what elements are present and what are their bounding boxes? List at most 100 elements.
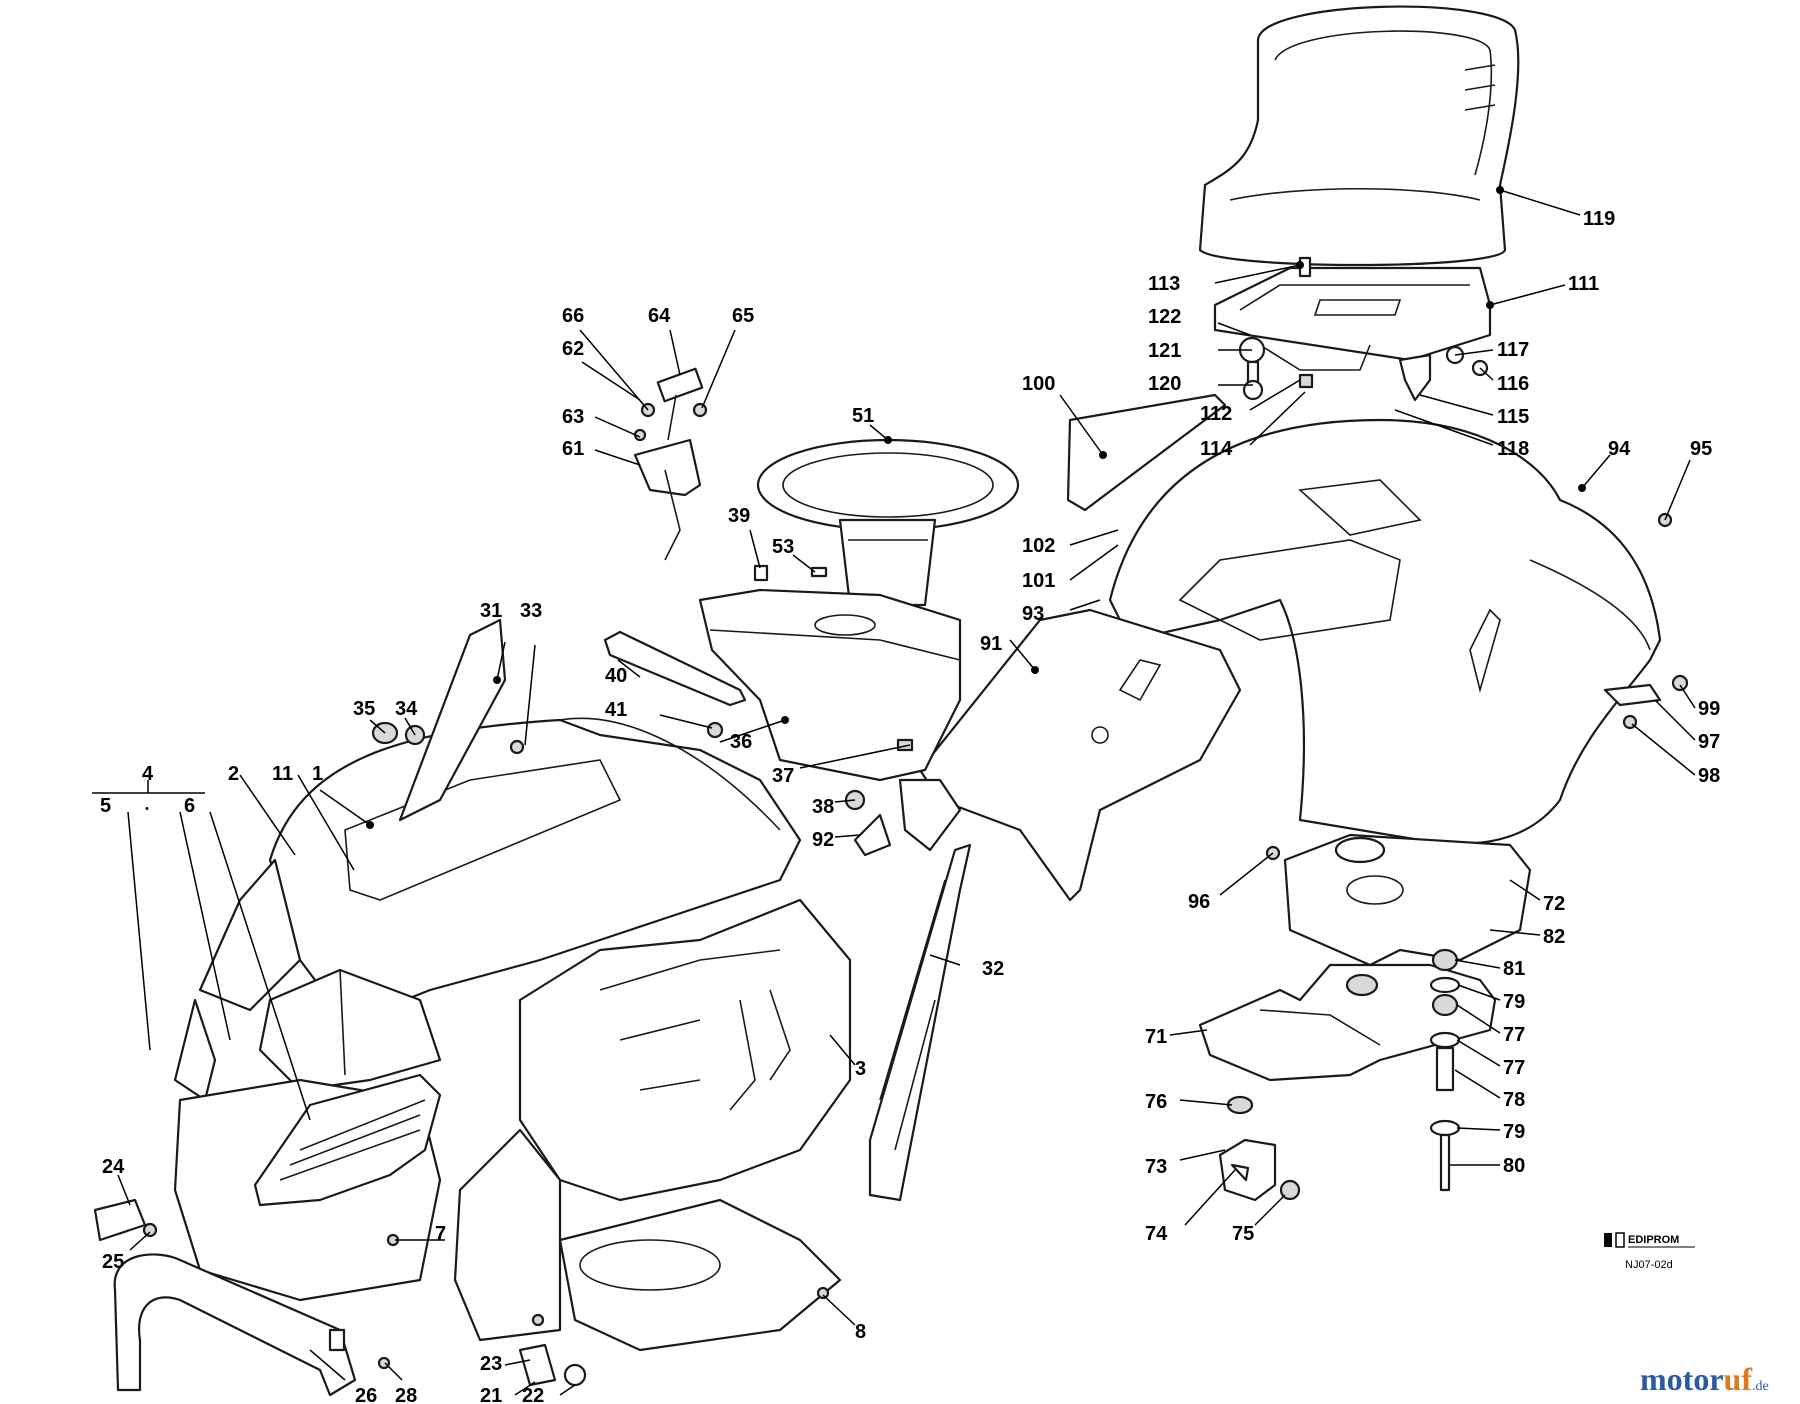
label-24: 24 bbox=[102, 1156, 125, 1178]
label-4: 4 bbox=[142, 763, 154, 785]
label-122: 122 bbox=[1148, 306, 1181, 328]
label-119: 119 bbox=[1583, 208, 1615, 230]
label-61: 61 bbox=[562, 438, 584, 460]
label-39: 39 bbox=[728, 505, 750, 527]
bumper bbox=[113, 1253, 357, 1397]
label-118: 118 bbox=[1497, 438, 1529, 460]
label-72: 72 bbox=[1543, 893, 1565, 915]
label-6: 6 bbox=[184, 795, 195, 817]
maker-mark: EDIPROM NJ07-02d bbox=[1604, 1232, 1695, 1271]
label-35: 35 bbox=[353, 698, 375, 720]
label-91: 91 bbox=[980, 633, 1002, 655]
label-98: 98 bbox=[1698, 765, 1720, 787]
label-31: 31 bbox=[480, 600, 502, 622]
side-panel-31 bbox=[398, 618, 507, 822]
label-79b: 79 bbox=[1503, 1121, 1525, 1143]
steering-wheel bbox=[756, 438, 1020, 607]
label-62: 62 bbox=[562, 338, 584, 360]
label-64: 64 bbox=[648, 305, 671, 327]
label-92: 92 bbox=[812, 829, 834, 851]
callout-labels: 119 113 111 122 121 120 112 114 117 116 … bbox=[100, 208, 1720, 1404]
label-21: 21 bbox=[480, 1385, 502, 1404]
label-8: 8 bbox=[855, 1321, 866, 1343]
label-34: 34 bbox=[395, 698, 418, 720]
leader-lines bbox=[92, 186, 1696, 1396]
label-33: 33 bbox=[520, 600, 542, 622]
label-51: 51 bbox=[852, 405, 874, 427]
label-93: 93 bbox=[1022, 603, 1044, 625]
bracket-97 bbox=[1603, 683, 1662, 707]
label-81: 81 bbox=[1503, 958, 1525, 980]
fuel-tank bbox=[1283, 833, 1532, 967]
label-11: 11 bbox=[272, 763, 293, 785]
watermark-logo: motoruf.de bbox=[1640, 1361, 1769, 1397]
label-23: 23 bbox=[480, 1353, 502, 1375]
label-77b: 77 bbox=[1503, 1057, 1525, 1079]
label-37: 37 bbox=[772, 765, 794, 787]
label-116: 116 bbox=[1497, 373, 1529, 395]
fender-pad bbox=[1066, 393, 1227, 512]
label-115: 115 bbox=[1497, 406, 1529, 428]
fender-panel bbox=[898, 608, 1242, 902]
label-102: 102 bbox=[1022, 535, 1055, 557]
label-77a: 77 bbox=[1503, 1024, 1525, 1046]
label-25: 25 bbox=[102, 1251, 124, 1273]
label-36: 36 bbox=[730, 731, 752, 753]
label-114: 114 bbox=[1200, 438, 1233, 460]
seat-pan bbox=[1213, 266, 1492, 371]
drawing-code: NJ07-02d bbox=[1625, 1259, 1673, 1271]
label-71: 71 bbox=[1145, 1026, 1167, 1048]
label-80: 80 bbox=[1503, 1155, 1525, 1177]
label-40: 40 bbox=[605, 665, 627, 687]
rear-fender bbox=[1108, 418, 1662, 845]
label-96a: 96 bbox=[1188, 891, 1210, 913]
throttle-lever bbox=[633, 367, 708, 561]
label-99: 99 bbox=[1698, 698, 1720, 720]
label-bullet: • bbox=[145, 803, 149, 815]
label-2: 2 bbox=[228, 763, 239, 785]
svg-text:motoruf.de: motoruf.de bbox=[1640, 1361, 1769, 1397]
label-75: 75 bbox=[1232, 1223, 1254, 1245]
label-78: 78 bbox=[1503, 1089, 1525, 1111]
label-79a: 79 bbox=[1503, 991, 1525, 1013]
label-7: 7 bbox=[435, 1223, 446, 1245]
label-3: 3 bbox=[855, 1058, 866, 1080]
label-32: 32 bbox=[982, 958, 1004, 980]
label-112: 112 bbox=[1200, 403, 1232, 425]
label-97: 97 bbox=[1698, 731, 1720, 753]
label-95: 95 bbox=[1690, 438, 1712, 460]
tank-tray bbox=[1198, 963, 1497, 1082]
label-74: 74 bbox=[1145, 1223, 1168, 1245]
label-117: 117 bbox=[1497, 339, 1529, 361]
seat bbox=[1198, 5, 1520, 267]
front-hardware bbox=[93, 721, 830, 1387]
label-101: 101 bbox=[1022, 570, 1055, 592]
label-53: 53 bbox=[772, 536, 794, 558]
label-63: 63 bbox=[562, 406, 584, 428]
lower-panel bbox=[453, 1128, 842, 1352]
label-73: 73 bbox=[1145, 1156, 1167, 1178]
label-66: 66 bbox=[562, 305, 584, 327]
label-100: 100 bbox=[1022, 373, 1055, 395]
label-94: 94 bbox=[1608, 438, 1631, 460]
label-1: 1 bbox=[312, 763, 323, 785]
label-82: 82 bbox=[1543, 926, 1565, 948]
side-panel bbox=[868, 843, 972, 1202]
label-22: 22 bbox=[522, 1385, 544, 1404]
label-121: 121 bbox=[1148, 340, 1181, 362]
svg-text:EDIPROM: EDIPROM bbox=[1628, 1234, 1679, 1246]
label-65: 65 bbox=[732, 305, 754, 327]
label-120: 120 bbox=[1148, 373, 1181, 395]
dash-panel bbox=[698, 588, 962, 782]
label-41: 41 bbox=[605, 699, 627, 721]
dash-hardware bbox=[603, 564, 914, 857]
label-26: 26 bbox=[355, 1385, 377, 1404]
label-28: 28 bbox=[395, 1385, 417, 1404]
label-5: 5 bbox=[100, 795, 111, 817]
nose bbox=[173, 1073, 442, 1302]
label-111: 111 bbox=[1568, 273, 1599, 295]
label-38: 38 bbox=[812, 796, 834, 818]
label-113: 113 bbox=[1148, 273, 1180, 295]
label-76: 76 bbox=[1145, 1091, 1167, 1113]
